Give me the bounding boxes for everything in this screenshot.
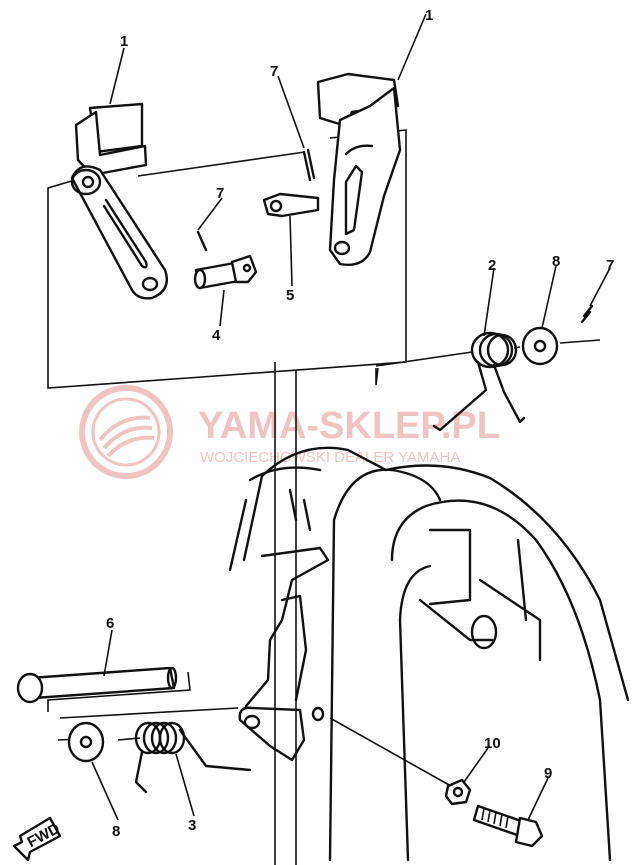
part-8-washer-bottom	[67, 721, 105, 763]
part-6-long-pin	[16, 666, 178, 704]
callout-1-right: 1	[425, 7, 433, 24]
callout-10: 10	[484, 735, 501, 752]
callout-3: 3	[188, 817, 196, 834]
callout-5: 5	[286, 287, 294, 304]
part-9-bolt	[472, 804, 544, 848]
callout-7-mid: 7	[216, 185, 224, 202]
callout-7-right: 7	[606, 257, 614, 274]
callout-2: 2	[488, 257, 496, 274]
part-1-right-bracket	[316, 72, 402, 266]
fwd-arrow-icon: FWD	[12, 816, 63, 862]
part-7-cotter-pins	[196, 148, 594, 324]
part-1-left-bracket	[70, 102, 169, 300]
part-3-spring	[134, 721, 252, 794]
callout-8-top: 8	[552, 253, 560, 270]
watermark-logo	[79, 385, 173, 479]
callout-6: 6	[106, 615, 114, 632]
callout-1-left: 1	[120, 33, 128, 50]
swing-arm-assembly	[228, 446, 630, 862]
callout-numbers: 1 1 7 7 5 4 2 8 7 6 8 3 10 9	[106, 7, 614, 840]
part-2-spring	[432, 331, 526, 432]
part-10-nut	[444, 778, 472, 806]
watermark-title: YAMA-SKLEP.PL	[198, 405, 500, 447]
callout-lines	[91, 13, 611, 821]
callout-8-bottom: 8	[112, 823, 120, 840]
watermark: YAMA-SKLEP.PL WOJCIECHOWSKI DEALER YAMAH…	[79, 385, 500, 479]
watermark-subtitle: WOJCIECHOWSKI DEALER YAMAHA	[200, 449, 460, 466]
part-5-pin	[262, 192, 320, 218]
callout-9: 9	[544, 765, 552, 782]
part-8-washer-top	[521, 326, 559, 366]
callout-4: 4	[212, 327, 221, 344]
part-4-pin	[193, 254, 258, 290]
callout-7-top: 7	[270, 63, 278, 80]
